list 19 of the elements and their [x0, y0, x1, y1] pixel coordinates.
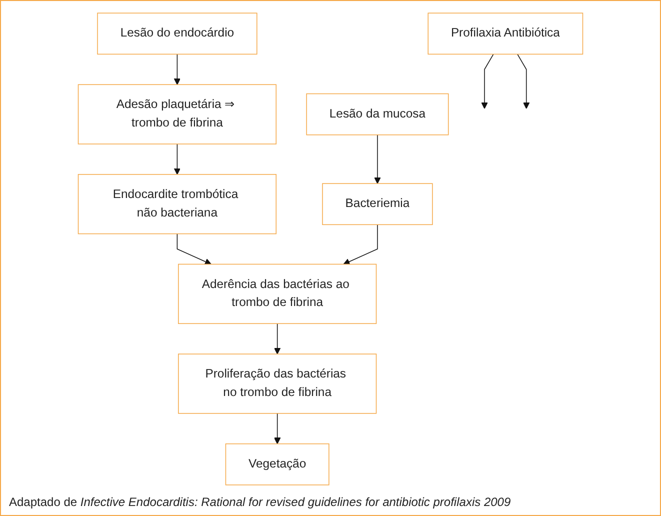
arrow	[274, 413, 281, 444]
node-box: Aderência das bactérias ao trombo de fibrina	[178, 264, 377, 324]
node-box: Endocardite trombótica não bacteriana	[78, 174, 276, 234]
arrow	[174, 54, 181, 85]
node-box: Lesão da mucosa	[306, 93, 449, 136]
arrow	[343, 224, 378, 265]
arrow	[174, 144, 181, 175]
arrow	[481, 54, 494, 109]
node-box: Proliferação das bactérias no trombo de fibrina	[178, 354, 377, 414]
node-box: Vegetação	[225, 443, 330, 486]
source-caption: Adaptado de Infective Endocarditis: Rational for revised guidelines for antibiotic profilaxis 2009	[9, 495, 512, 509]
node-box: Adesão plaquetária ⇒ trombo de fibrina	[78, 84, 276, 144]
arrow	[374, 134, 381, 184]
arrow	[517, 54, 530, 109]
node-box: Lesão do endocárdio	[97, 12, 258, 55]
node-box: Profilaxia Antibiótica	[428, 12, 584, 55]
node-box: Bacteriemia	[322, 183, 433, 226]
arrow	[176, 233, 212, 265]
arrow	[274, 323, 281, 354]
